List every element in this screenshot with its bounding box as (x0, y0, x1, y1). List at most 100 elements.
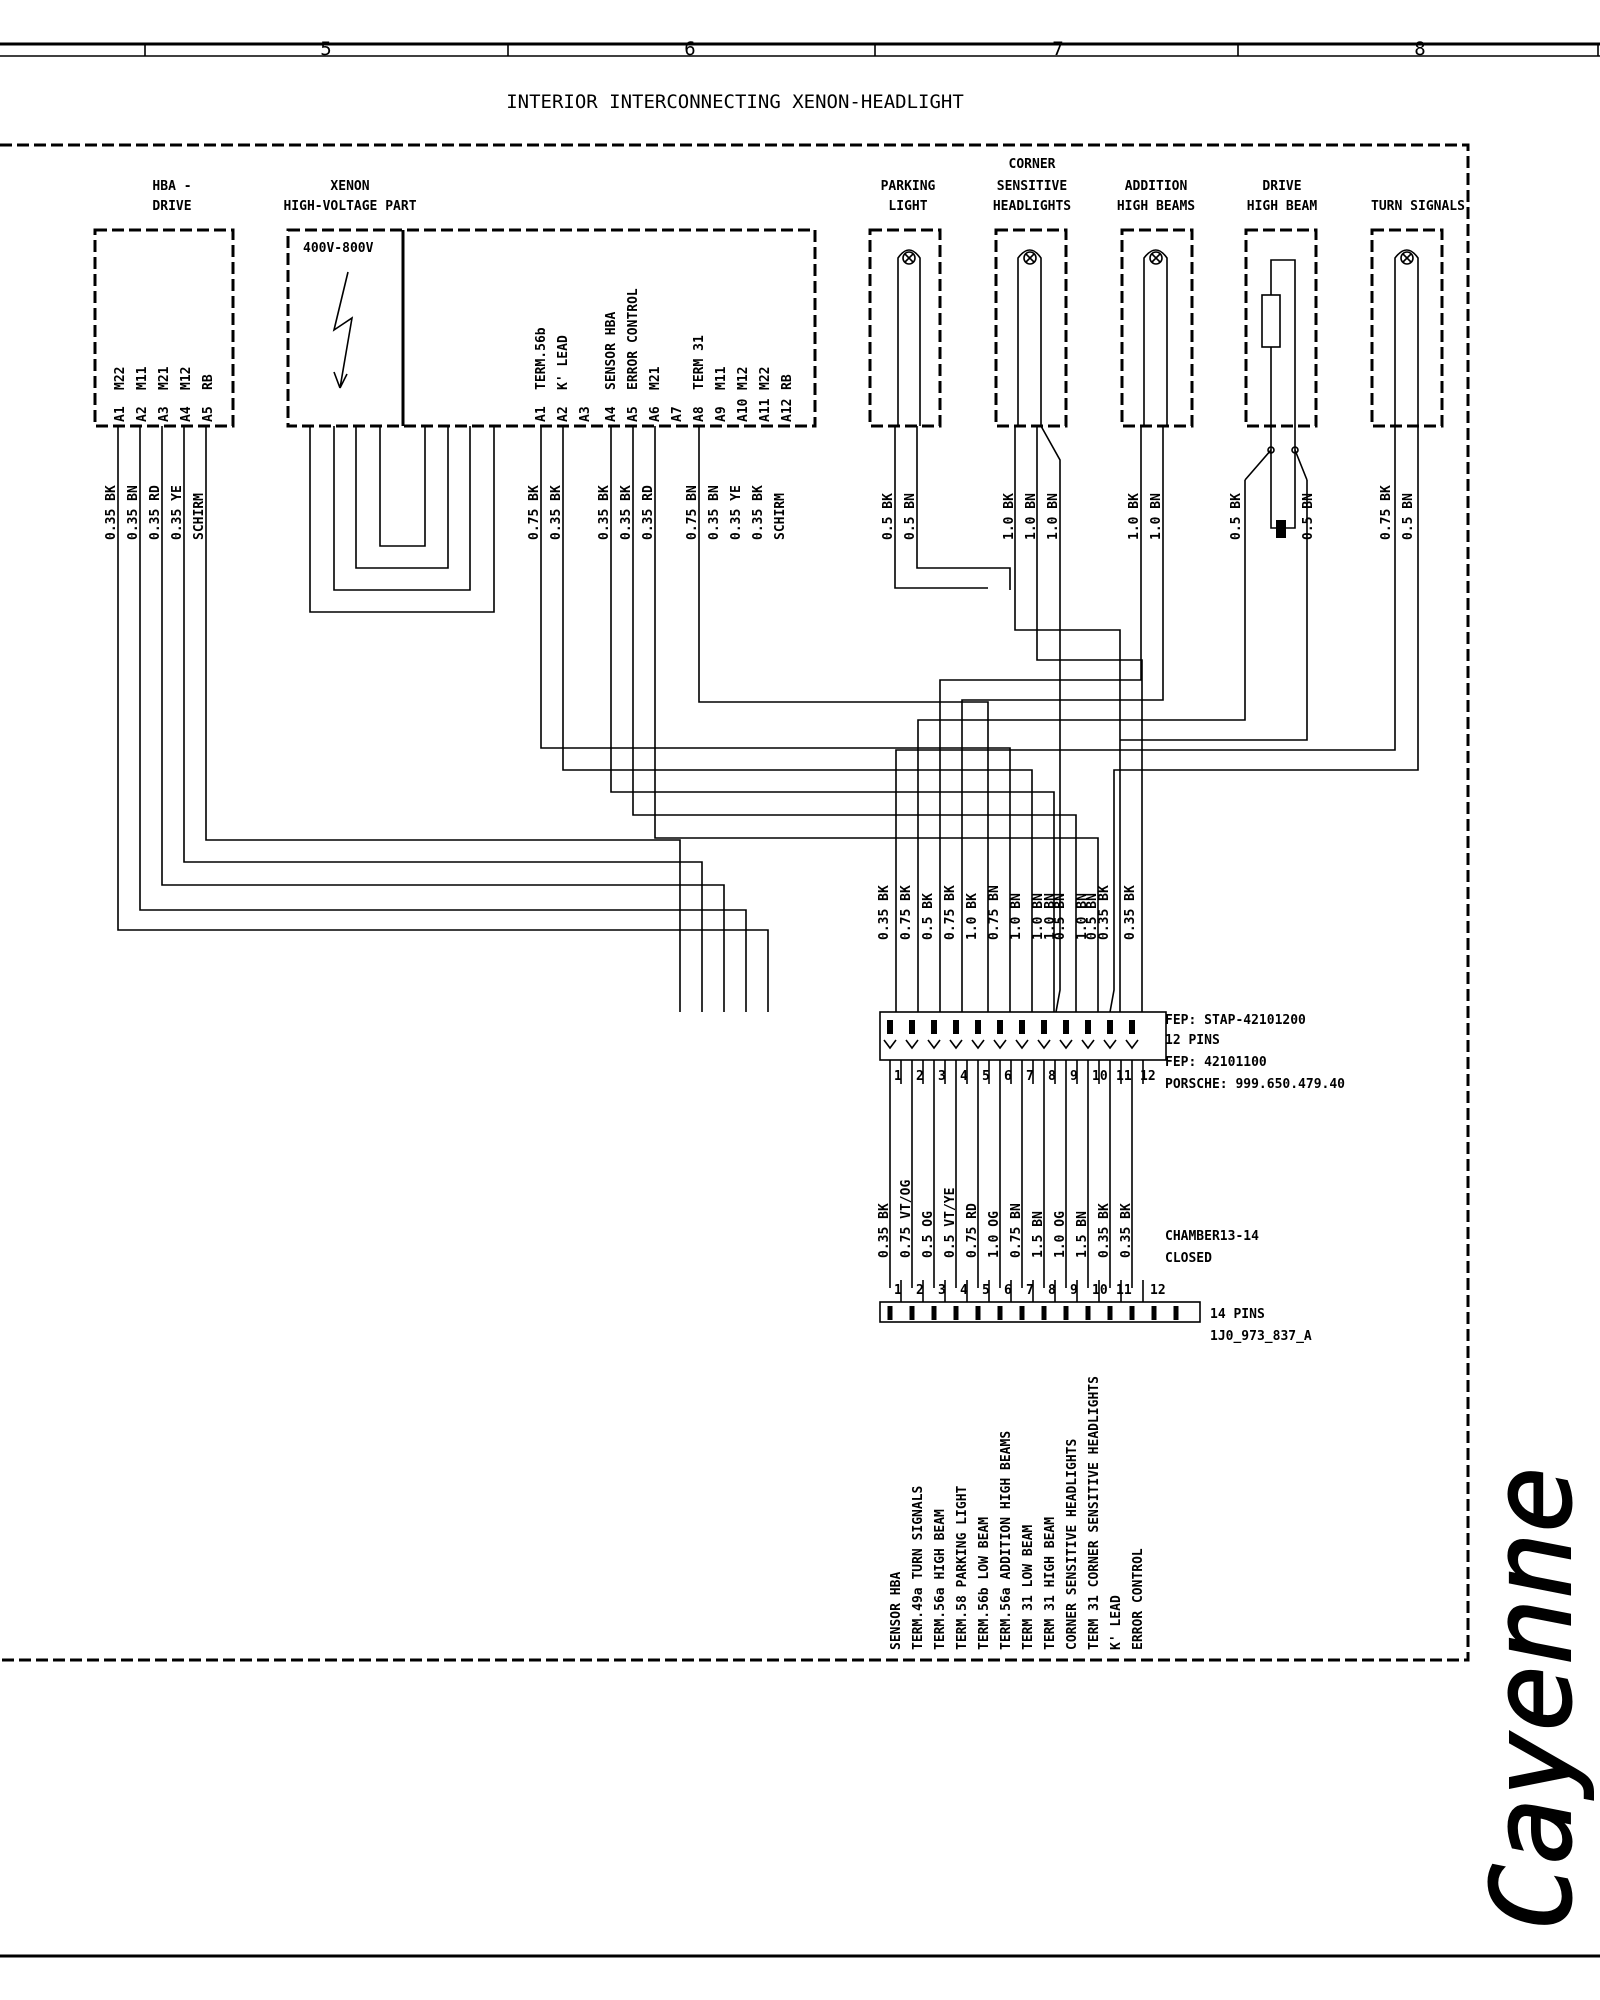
signal-label: TERM.56b (534, 327, 549, 390)
wiring-harness (117, 425, 1419, 1288)
pin-number: 8 (1048, 1069, 1056, 1084)
signal-label: M12 (736, 367, 751, 390)
connector-socket (883, 1039, 897, 1050)
wire-label: 0.75 RD (965, 1203, 980, 1258)
column-number: 7 (1052, 38, 1063, 60)
hba-wire-labels: 0.35 BK 0.35 BN 0.35 RD 0.35 YE SCHIRM (104, 485, 207, 540)
upper-wire-labels: 0.35 BK 0.75 BK 0.5 BK 0.75 BK 1.0 BK 0.… (877, 885, 1138, 940)
connector-pin (953, 1306, 959, 1320)
pin-label: A1 (113, 406, 128, 422)
wire-label: 0.35 BN (707, 485, 722, 540)
signal-label: M21 (157, 366, 172, 390)
pin-number: 5 (982, 1069, 990, 1084)
wire-label: 0.35 BK (1123, 885, 1138, 940)
wire-label: 0.75 BN (685, 485, 700, 540)
connector-socket (1125, 1039, 1139, 1050)
connector-socket (1015, 1039, 1029, 1050)
connector-pin (1085, 1306, 1091, 1320)
wire-label: 1.5 BN (1031, 1211, 1046, 1258)
wire-label: 0.35 YE (170, 485, 185, 540)
wire-label: 0.5 BN (1053, 893, 1068, 940)
wire-label: 0.35 BK (549, 485, 564, 540)
wire-label: 0.35 YE (729, 485, 744, 540)
wire-label: 1.0 BN (1009, 893, 1024, 940)
drive-high-beam: DRIVE HIGH BEAM 0.5 BK 0.5 BN (1229, 179, 1318, 540)
connector-label: 14 PINS (1210, 1307, 1265, 1322)
pin-number: 4 (960, 1283, 968, 1298)
pin-number: 8 (1048, 1283, 1056, 1298)
bulb-icon (1023, 251, 1037, 265)
wire-label: 0.35 BK (597, 485, 612, 540)
signal-name: CORNER SENSITIVE HEADLIGHTS (1065, 1439, 1080, 1650)
lower-wire-labels: 0.35 BK 0.75 VT/OG 0.5 OG 0.5 VT/YE 0.75… (877, 1180, 1134, 1258)
connector-socket (1081, 1039, 1095, 1050)
wire-label: 1.0 BK (1002, 493, 1017, 540)
connector-pin (1151, 1306, 1157, 1320)
connector-label: FEP: 42101100 (1165, 1055, 1267, 1070)
wire-label: 1.0 BN (1046, 493, 1061, 540)
pin-number: 11 (1116, 1283, 1132, 1298)
pin-label: A11 (758, 398, 773, 422)
wire-label: 0.5 VT/YE (943, 1188, 958, 1258)
wire-label: 1.0 OG (1053, 1211, 1068, 1258)
wire-label: 0.75 BK (943, 885, 958, 940)
signal-name: TERM.56b LOW BEAM (977, 1517, 992, 1650)
signal-label: K' LEAD (556, 335, 571, 390)
connector-pin (1063, 1306, 1069, 1320)
connector-14-pins: CHAMBER13-14 CLOSED 1 2 3 4 5 6 7 8 9 10… (879, 1229, 1312, 1344)
connector-pin (909, 1306, 915, 1320)
connector-pin (887, 1020, 893, 1034)
pin-number: 3 (938, 1283, 946, 1298)
pin-label: A4 (604, 406, 619, 422)
connector-socket (971, 1039, 985, 1050)
signal-label: M22 (113, 367, 128, 390)
component-title: LIGHT (888, 199, 927, 214)
wire-label: 1.0 BK (965, 893, 980, 940)
connector-socket (1059, 1039, 1073, 1050)
signal-label: RB (780, 374, 795, 390)
pin-label: A4 (179, 406, 194, 422)
component-title: DRIVE (152, 199, 191, 214)
pin-number: 4 (960, 1069, 968, 1084)
component-title: HIGH BEAMS (1117, 199, 1195, 214)
wire-label: 1.0 BK (1127, 493, 1142, 540)
wire-label: 0.5 BK (1229, 493, 1244, 540)
connector-pin (887, 1306, 893, 1320)
pin-label: A2 (556, 406, 571, 422)
pin-label: A2 (135, 406, 150, 422)
column-number: 6 (684, 38, 695, 60)
connector-pin (909, 1020, 915, 1034)
signal-name: TERM 31 CORNER SENSITIVE HEADLIGHTS (1087, 1376, 1102, 1650)
connector-socket (1037, 1039, 1051, 1050)
signal-name: SENSOR HBA (889, 1572, 904, 1650)
signal-name: TERM.49a TURN SIGNALS (911, 1485, 926, 1650)
addition-high-beams: ADDITION HIGH BEAMS 1.0 BK 1.0 BN (1117, 179, 1195, 540)
pin-number: 11 (1116, 1069, 1132, 1084)
signal-label: SENSOR HBA (604, 312, 619, 390)
wire-label: SCHIRM (773, 493, 788, 540)
wire-label: 0.35 BK (619, 485, 634, 540)
component-title: HBA - (152, 179, 191, 194)
connector-label: 1J0_973_837_A (1210, 1329, 1312, 1344)
connector-socket (949, 1039, 963, 1050)
connector-pin (1019, 1306, 1025, 1320)
signal-name: TERM 31 LOW BEAM (1021, 1525, 1036, 1650)
xenon-high-voltage-part: XENON HIGH-VOLTAGE PART 400V-800V A1 A2 … (283, 179, 817, 540)
signal-label: TERM 31 (692, 335, 707, 390)
hba-pins: A1 A2 A3 A4 A5 M22 M11 M21 M12 RB (113, 366, 216, 422)
signal-names: SENSOR HBA TERM.49a TURN SIGNALS TERM.56… (889, 1376, 1146, 1650)
diode-icon (1276, 520, 1286, 538)
wire-label: 1.0 BN (1031, 893, 1046, 940)
pin-number: 6 (1004, 1069, 1012, 1084)
wire-label: 0.35 BK (751, 485, 766, 540)
signal-label: M11 (135, 366, 150, 390)
pin-label: A7 (670, 406, 685, 422)
wire-label: 1.0 OG (987, 1211, 1002, 1258)
connector-pin (997, 1020, 1003, 1034)
connector-pin (953, 1020, 959, 1034)
pin-number: 2 (916, 1069, 924, 1084)
pin-label: A1 (534, 406, 549, 422)
wire-label: SCHIRM (192, 493, 207, 540)
column-number: 8 (1414, 38, 1425, 60)
